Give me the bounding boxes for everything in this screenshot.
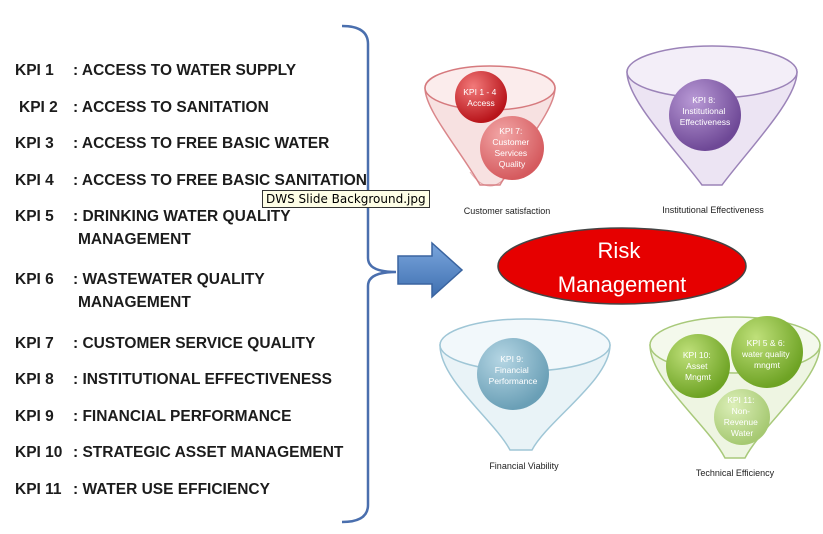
bubble-label: KPI 10: Asset Mngmt bbox=[683, 350, 713, 382]
kpi-bubble-access bbox=[455, 71, 507, 123]
funnel-customer-satisfaction: KPI 1 - 4 Access KPI 7: Customer Service… bbox=[424, 65, 556, 216]
kpi-code: KPI 4 bbox=[15, 172, 54, 189]
kpi-code: KPI 11 bbox=[15, 481, 62, 498]
funnel-caption: Customer satisfaction bbox=[464, 206, 551, 216]
kpi-item: KPI 5 : DRINKING WATER QUALITY MANAGEMENT bbox=[15, 205, 291, 251]
kpi-text: : ACCESS TO FREE BASIC WATER bbox=[73, 135, 330, 152]
bracket bbox=[341, 24, 397, 524]
right-arrow-icon bbox=[397, 241, 464, 299]
kpi-code: KPI 8 bbox=[15, 371, 54, 388]
kpi-text: : DRINKING WATER QUALITY bbox=[73, 208, 291, 225]
kpi-code: KPI 5 bbox=[15, 208, 54, 225]
funnel-financial-viability: KPI 9: Financial Performance Financial V… bbox=[439, 318, 611, 471]
kpi-code: KPI 9 bbox=[15, 408, 54, 425]
kpi-code: KPI 3 bbox=[15, 135, 54, 152]
kpi-text-block: : DRINKING WATER QUALITY MANAGEMENT bbox=[73, 205, 291, 251]
kpi-code: KPI 1 bbox=[15, 62, 54, 79]
kpi-text: : ACCESS TO FREE BASIC SANITATION bbox=[73, 172, 367, 189]
kpi-code: KPI 6 bbox=[15, 271, 54, 288]
kpi-code: KPI 7 bbox=[15, 335, 54, 352]
funnel-caption: Technical Efficiency bbox=[696, 468, 775, 478]
bubble-label: KPI 5 & 6: water quality mngmt bbox=[741, 338, 792, 370]
kpi-bubble-financial bbox=[477, 338, 549, 410]
image-tooltip: DWS Slide Background.jpg bbox=[262, 190, 430, 208]
kpi-bubble-asset bbox=[666, 334, 730, 398]
kpi-text: : ACCESS TO WATER SUPPLY bbox=[73, 62, 297, 79]
kpi-text: : STRATEGIC ASSET MANAGEMENT bbox=[73, 444, 344, 461]
funnel-caption: Financial Viability bbox=[489, 461, 559, 471]
kpi-code: KPI 10 bbox=[15, 444, 63, 461]
bubble-label: KPI 7: Customer Services Quality bbox=[492, 126, 531, 169]
kpi-text: : INSTITUTIONAL EFFECTIVENESS bbox=[73, 371, 332, 388]
kpi-item: KPI 6 : WASTEWATER QUALITY MANAGEMENT bbox=[15, 268, 265, 314]
risk-label: Risk Management bbox=[558, 238, 686, 297]
funnel-technical-efficiency: KPI 10: Asset Mngmt KPI 5 & 6: water qua… bbox=[649, 316, 821, 478]
kpi-bubble-institutional bbox=[669, 79, 741, 151]
kpi-code: KPI 2 bbox=[19, 99, 58, 116]
kpi-item: KPI 11 : WATER USE EFFICIENCY bbox=[15, 478, 270, 501]
bubble-label: KPI 8: Institutional Effectiveness bbox=[680, 95, 730, 127]
kpi-list: KPI 1 : ACCESS TO WATER SUPPLY KPI 2 : ACC… bbox=[0, 0, 367, 534]
kpi-item: KPI 1 : ACCESS TO WATER SUPPLY bbox=[15, 59, 296, 82]
kpi-item: KPI 10 : STRATEGIC ASSET MANAGEMENT bbox=[15, 441, 343, 464]
bubble-label: KPI 9: Financial Performance bbox=[489, 354, 538, 386]
kpi-text-line2: MANAGEMENT bbox=[78, 231, 191, 248]
kpi-bubble-water-quality bbox=[731, 316, 803, 388]
kpi-item: KPI 4 : ACCESS TO FREE BASIC SANITATION bbox=[15, 169, 367, 192]
kpi-text: : WASTEWATER QUALITY bbox=[73, 271, 265, 288]
risk-management-ellipse: Risk Management bbox=[497, 227, 747, 305]
kpi-text: : FINANCIAL PERFORMANCE bbox=[73, 408, 292, 425]
kpi-text: : WATER USE EFFICIENCY bbox=[73, 481, 270, 498]
funnel-caption: Institutional Effectiveness bbox=[662, 205, 764, 215]
kpi-text: : CUSTOMER SERVICE QUALITY bbox=[73, 335, 316, 352]
kpi-text: : ACCESS TO SANITATION bbox=[73, 99, 269, 116]
kpi-text-line2: MANAGEMENT bbox=[78, 294, 191, 311]
kpi-item: KPI 8 : INSTITUTIONAL EFFECTIVENESS bbox=[15, 368, 332, 391]
kpi-item: KPI 2 : ACCESS TO SANITATION bbox=[19, 96, 269, 119]
kpi-bubble-non-revenue-water bbox=[714, 389, 770, 445]
kpi-item: KPI 3 : ACCESS TO FREE BASIC WATER bbox=[15, 132, 329, 155]
bubble-label: KPI 11: Non- Revenue Water bbox=[724, 395, 760, 438]
kpi-item: KPI 7 : CUSTOMER SERVICE QUALITY bbox=[15, 332, 315, 355]
bubble-label: KPI 1 - 4 Access bbox=[463, 87, 498, 108]
kpi-text-block: : WASTEWATER QUALITY MANAGEMENT bbox=[73, 268, 265, 314]
kpi-bubble-customer-services bbox=[480, 116, 544, 180]
funnel-institutional-effectiveness: KPI 8: Institutional Effectiveness Insti… bbox=[626, 45, 798, 215]
kpi-item: KPI 9 : FINANCIAL PERFORMANCE bbox=[15, 405, 291, 428]
